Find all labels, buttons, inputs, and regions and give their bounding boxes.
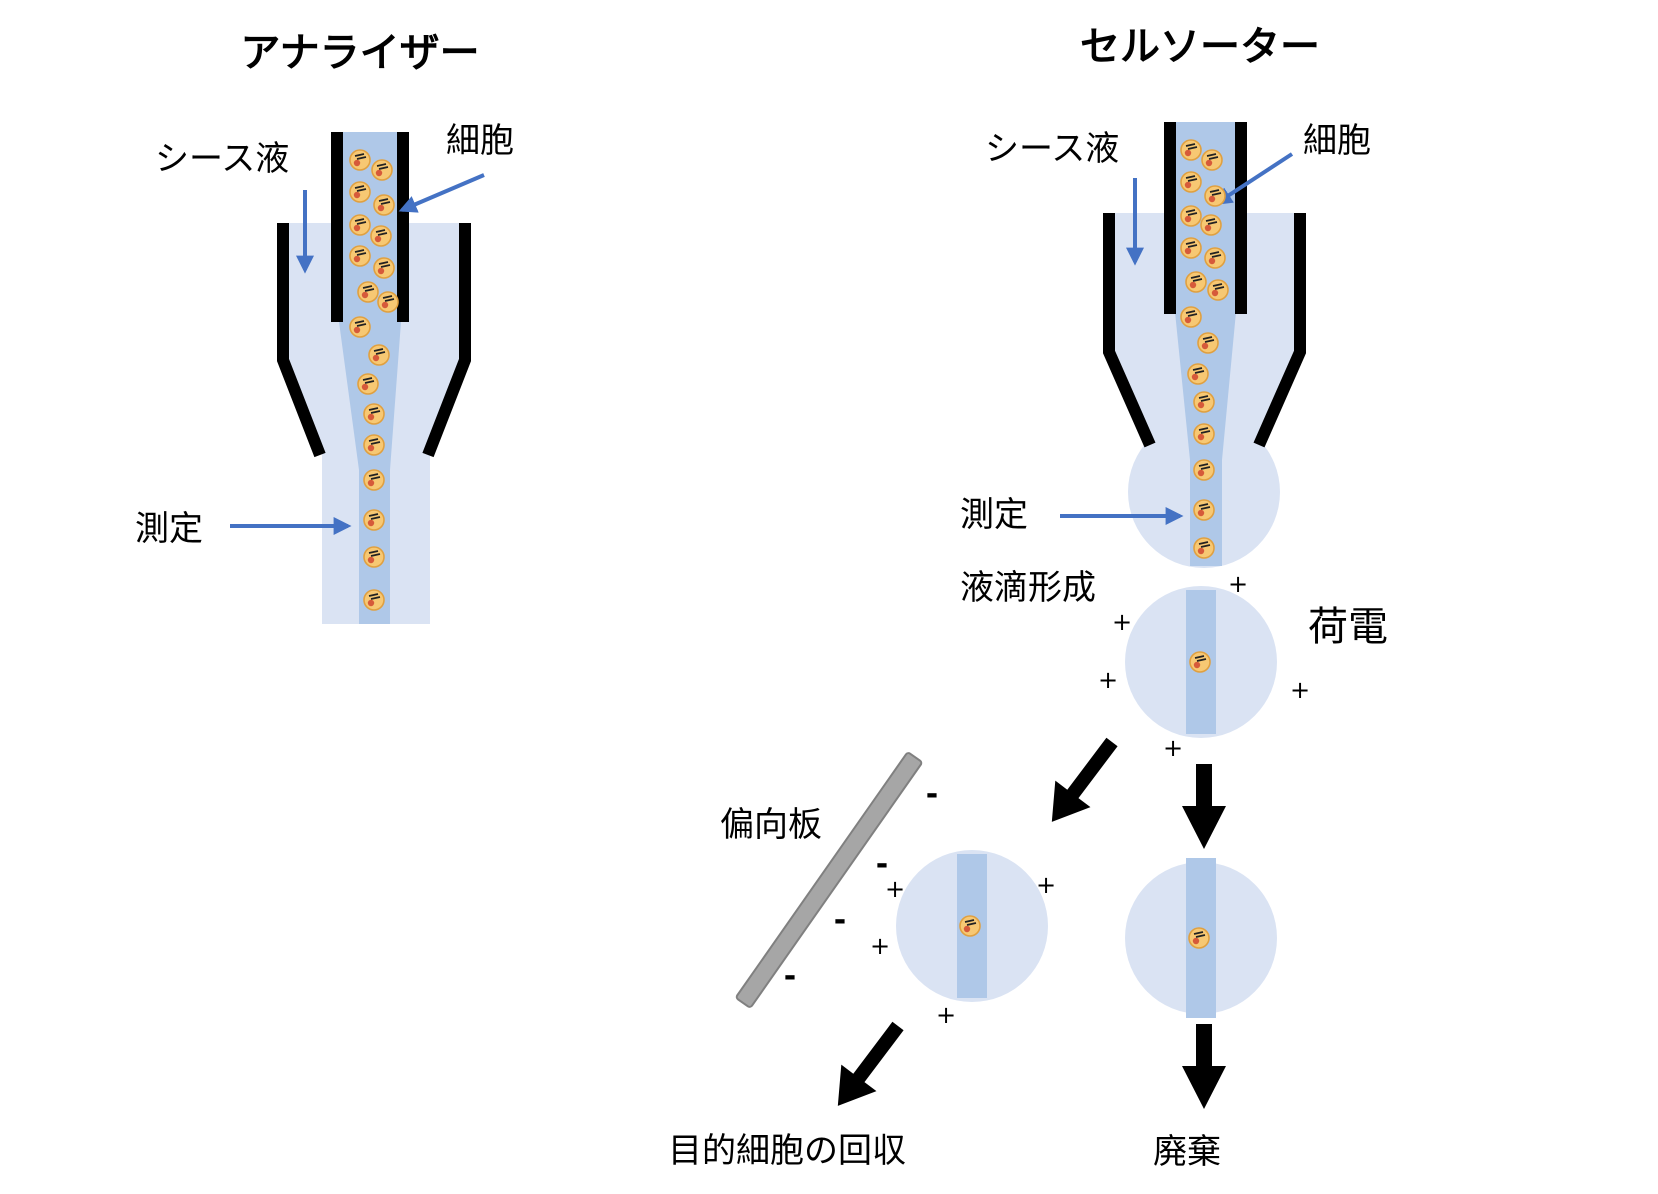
cell-icon bbox=[1193, 499, 1215, 521]
sorter-measure-label: 測定 bbox=[960, 495, 1028, 535]
cell-icon bbox=[1193, 391, 1215, 413]
cell-icon bbox=[349, 316, 371, 338]
plus-sign: + bbox=[1228, 570, 1248, 598]
cell-icon bbox=[1189, 651, 1211, 673]
plus-sign: + bbox=[1036, 871, 1056, 899]
cell-icon bbox=[363, 509, 385, 531]
cell-icon bbox=[349, 181, 371, 203]
waste-droplet bbox=[1125, 858, 1277, 1018]
sorter-cell-arrow-icon bbox=[1213, 152, 1294, 205]
charge-plus-signs: + + + + + bbox=[1098, 570, 1310, 762]
cell-icon bbox=[1180, 306, 1202, 328]
cell-icon bbox=[1193, 459, 1215, 481]
cell-icon bbox=[363, 469, 385, 491]
minus-sign: - bbox=[926, 777, 938, 812]
cell-icon bbox=[1200, 214, 1222, 236]
cell-icon bbox=[349, 214, 371, 236]
cell-icon bbox=[1180, 139, 1202, 161]
charged-droplet bbox=[1125, 586, 1277, 738]
cell-icon bbox=[349, 149, 371, 171]
black-arrow-icon bbox=[1182, 1024, 1226, 1109]
cell-icon bbox=[1197, 332, 1219, 354]
plus-sign: + bbox=[885, 875, 905, 903]
cell-icon bbox=[1187, 363, 1209, 385]
cell-icon bbox=[1201, 149, 1223, 171]
cell-icon bbox=[1204, 185, 1226, 207]
cell-icon bbox=[1204, 247, 1226, 269]
minus-sign: - bbox=[834, 903, 846, 938]
sorter-panel: セルソーター シース液 細胞 測定 液滴形成 荷電 偏向板 目的細胞の回収 廃棄 bbox=[668, 24, 1388, 1172]
plus-sign: + bbox=[1098, 666, 1118, 694]
minus-sign: - bbox=[876, 847, 888, 882]
black-arrow-icon bbox=[1051, 737, 1118, 822]
cell-icon bbox=[1193, 423, 1215, 445]
cell-icon bbox=[377, 291, 399, 313]
cell-icon bbox=[363, 403, 385, 425]
cell-icon bbox=[371, 159, 393, 181]
analyzer-panel: アナライザー シース液 細胞 測定 bbox=[135, 30, 514, 624]
cell-icon bbox=[373, 194, 395, 216]
sorter-collect-label: 目的細胞の回収 bbox=[668, 1131, 906, 1171]
cell-icon bbox=[357, 281, 379, 303]
cell-icon bbox=[1180, 237, 1202, 259]
minus-sign: - bbox=[784, 959, 796, 994]
cell-icon bbox=[1180, 171, 1202, 193]
cell-icon bbox=[357, 373, 379, 395]
cell-icon bbox=[1188, 927, 1210, 949]
plus-sign: + bbox=[1112, 608, 1132, 636]
plus-sign: + bbox=[1163, 734, 1183, 762]
analyzer-measure-label: 測定 bbox=[135, 509, 203, 549]
cell-icon bbox=[959, 915, 981, 937]
cell-icon bbox=[1207, 279, 1229, 301]
plus-sign: + bbox=[1290, 676, 1310, 704]
sorter-cell-label: 細胞 bbox=[1303, 121, 1371, 161]
plus-sign: + bbox=[870, 932, 890, 960]
sorter-title: セルソーター bbox=[1080, 24, 1320, 70]
cell-icon bbox=[349, 245, 371, 267]
plus-sign: + bbox=[936, 1001, 956, 1029]
analyzer-sheath-label: シース液 bbox=[155, 139, 289, 179]
cell-icon bbox=[363, 589, 385, 611]
cell-icon bbox=[363, 546, 385, 568]
sorter-charge-label: 荷電 bbox=[1308, 604, 1388, 650]
black-arrow-icon bbox=[1182, 764, 1226, 849]
sorter-nozzle-walls bbox=[1103, 122, 1306, 448]
analyzer-cell-arrow-icon bbox=[398, 173, 485, 213]
sorter-deflector-label: 偏向板 bbox=[720, 805, 822, 845]
deflector-minus-signs: - - - - bbox=[784, 777, 938, 994]
cell-icon bbox=[1180, 205, 1202, 227]
cell-icon bbox=[368, 344, 390, 366]
analyzer-nozzle-walls bbox=[277, 132, 471, 458]
cell-icon bbox=[363, 434, 385, 456]
deflector-plate bbox=[735, 752, 923, 1008]
cell-icon bbox=[373, 257, 395, 279]
collected-plus-signs: + + + + bbox=[870, 871, 1056, 1029]
black-arrow-icon bbox=[837, 1021, 904, 1106]
sorter-droplet-label: 液滴形成 bbox=[960, 568, 1096, 608]
analyzer-cell-label: 細胞 bbox=[446, 121, 514, 161]
cell-icon bbox=[1193, 537, 1215, 559]
analyzer-title: アナライザー bbox=[240, 30, 479, 76]
sorter-sheath-label: シース液 bbox=[985, 129, 1119, 169]
collected-droplet bbox=[896, 850, 1048, 1002]
cell-icon bbox=[370, 225, 392, 247]
cell-icon bbox=[1185, 271, 1207, 293]
sorter-waste-label: 廃棄 bbox=[1153, 1132, 1221, 1172]
